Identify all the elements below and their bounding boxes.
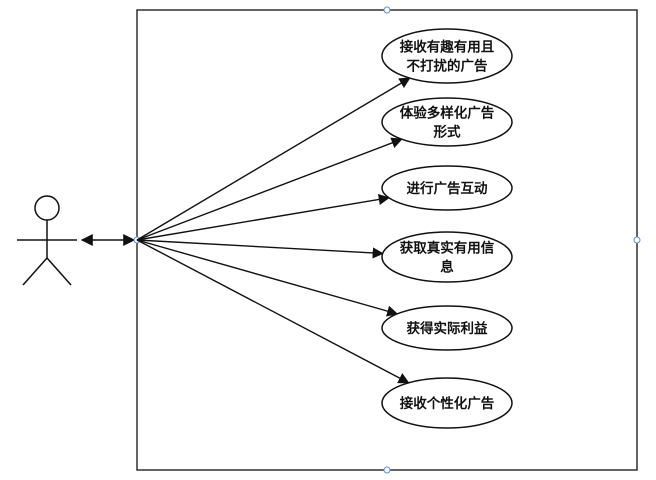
use-case-3[interactable]: 进行广告互动 <box>381 165 513 211</box>
resize-handle-top[interactable] <box>383 6 391 14</box>
association-arrow-1[interactable] <box>136 77 411 241</box>
use-case-label: 形式 <box>434 124 461 141</box>
use-case-label: 息 <box>440 259 454 276</box>
use-case-label: 进行广告互动 <box>407 180 488 197</box>
use-case-ellipse <box>381 305 513 351</box>
use-case-6[interactable]: 接收个性化广告 <box>381 377 513 429</box>
use-case-label: 获得实际利益 <box>407 320 488 337</box>
use-case-group: 接收有趣有用且不打扰的广告体验多样化广告形式进行广告互动获取真实有用信息获得实际… <box>381 28 513 429</box>
association-lines <box>136 77 411 384</box>
use-case-ellipse <box>381 97 513 147</box>
use-case-label: 不打扰的广告 <box>407 58 488 75</box>
association-arrow-5[interactable] <box>136 239 399 317</box>
use-case-ellipse <box>381 377 513 429</box>
use-case-ellipse <box>381 231 513 283</box>
association-arrow-6[interactable] <box>136 239 410 384</box>
use-case-ellipse <box>381 165 513 211</box>
actor-right-leg <box>46 257 72 286</box>
resize-handle-bottom[interactable] <box>383 466 391 474</box>
actor-figure[interactable] <box>17 195 77 286</box>
actor-head <box>34 195 60 221</box>
use-case-label: 接收个性化广告 <box>400 395 495 412</box>
association-arrow-3[interactable] <box>136 193 390 241</box>
association-arrow-2[interactable] <box>136 137 403 241</box>
use-case-5[interactable]: 获得实际利益 <box>381 305 513 351</box>
resize-handle-right[interactable] <box>633 236 641 244</box>
use-case-ellipse <box>381 28 513 84</box>
actor-left-leg <box>22 257 48 286</box>
use-case-label: 接收有趣有用且 <box>400 39 495 56</box>
use-case-label: 体验多样化广告 <box>400 105 495 122</box>
association-arrow-4[interactable] <box>136 239 384 259</box>
use-case-label: 获取真实有用信 <box>400 240 495 257</box>
